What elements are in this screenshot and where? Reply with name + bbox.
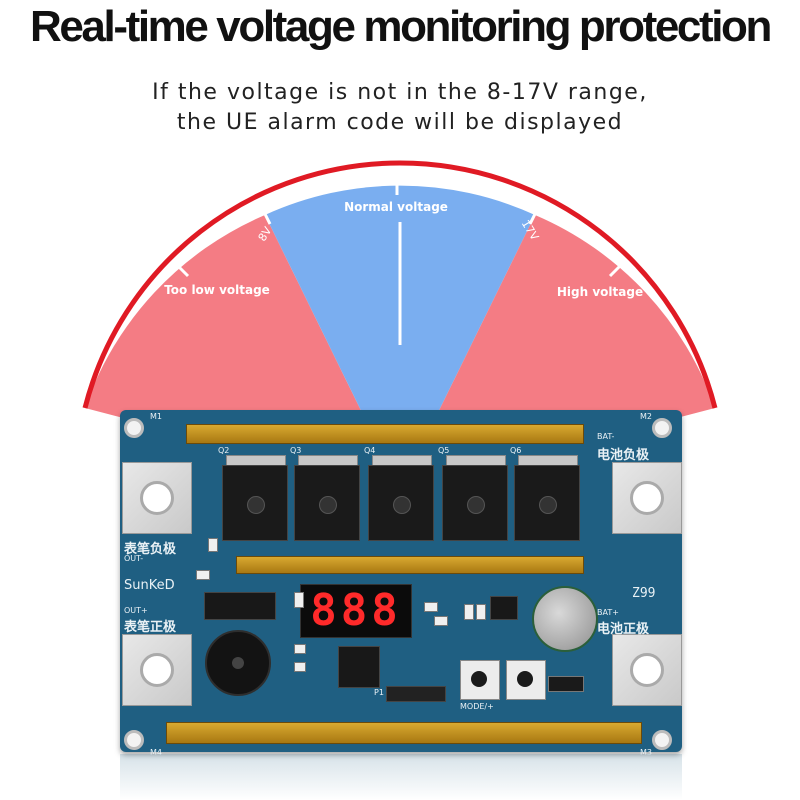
- bat-plus-terminal[interactable]: [612, 634, 682, 706]
- terminal-hole: [630, 653, 664, 687]
- smd-capacitor: [476, 604, 486, 620]
- out-minus-terminal[interactable]: [122, 462, 192, 534]
- button-cap: [517, 671, 533, 687]
- button-cap: [471, 671, 487, 687]
- copper-bar-top: [186, 424, 584, 444]
- mosfet-mark: [539, 496, 557, 514]
- bat-minus-terminal[interactable]: [612, 462, 682, 534]
- mode-label: MODE/+: [460, 702, 494, 711]
- mosfet-body: [222, 465, 288, 541]
- smd-resistor: [294, 644, 306, 654]
- bat-plus-cn-label: 电池正极: [597, 622, 650, 637]
- mount-hole-m4: [124, 730, 144, 750]
- led-digits: 888: [310, 585, 402, 636]
- high-voltage-label: High voltage: [557, 285, 643, 299]
- led-display: 888: [300, 584, 412, 638]
- out-minus-cn-label: 表笔负极: [124, 542, 177, 557]
- subtitle-line-1: If the voltage is not in the 8-17V range…: [152, 80, 648, 105]
- mode-plus-button[interactable]: [460, 660, 500, 700]
- mosfet-label-q5: Q5: [438, 446, 450, 455]
- mosfet-mark: [247, 496, 265, 514]
- out-plus-cn-label: 表笔正极: [124, 620, 177, 635]
- headline: Real-time voltage monitoring protection: [29, 2, 772, 51]
- pin-header-label: P1: [374, 688, 384, 697]
- mount-hole-m3: [652, 730, 672, 750]
- bat-plus-label: BAT+: [597, 608, 619, 617]
- out-plus-terminal[interactable]: [122, 634, 192, 706]
- copper-bar-middle: [236, 556, 584, 574]
- model-label: Z99: [632, 586, 656, 601]
- mosfet-q6: [514, 455, 580, 545]
- mosfet-body: [514, 465, 580, 541]
- pin-header: [386, 686, 446, 702]
- smd-resistor: [196, 570, 210, 580]
- mosfet-q4: [368, 455, 434, 545]
- smd-resistor: [424, 602, 438, 612]
- board-reflection: [120, 754, 682, 800]
- smd-resistor: [434, 616, 448, 626]
- mosfet-mark: [319, 496, 337, 514]
- mosfet-body: [294, 465, 360, 541]
- terminal-hole: [140, 481, 174, 515]
- buzzer: [205, 630, 271, 696]
- electrolytic-capacitor: [532, 586, 598, 652]
- buzzer-port: [232, 657, 244, 669]
- mosfet-mark: [393, 496, 411, 514]
- mount-label-m4: M4: [150, 748, 162, 757]
- controller-chip: [338, 646, 380, 688]
- smd-resistor: [294, 662, 306, 672]
- minus-button[interactable]: [506, 660, 546, 700]
- gauge-tick-17v: [528, 211, 538, 225]
- mosfet-body: [442, 465, 508, 541]
- mount-label-m3: M3: [640, 748, 652, 757]
- terminal-hole: [630, 481, 664, 515]
- copper-bar-bottom: [166, 722, 642, 744]
- mosfet-q3: [294, 455, 360, 545]
- gauge-tick-high: [608, 264, 622, 278]
- out-plus-label: OUT+: [124, 606, 148, 615]
- mosfet-q2: [222, 455, 288, 545]
- optocoupler-chip: [204, 592, 276, 620]
- mosfet-body: [368, 465, 434, 541]
- mosfet-q5: [442, 455, 508, 545]
- smd-capacitor: [464, 604, 474, 620]
- diode: [548, 676, 584, 692]
- mosfet-label-q3: Q3: [290, 446, 302, 455]
- mosfet-label-q2: Q2: [218, 446, 230, 455]
- smd-resistor: [294, 592, 304, 608]
- brand-label: SunKeD: [124, 578, 175, 593]
- mount-hole-m2: [652, 418, 672, 438]
- subtitle-line-2: the UE alarm code will be displayed: [176, 110, 624, 135]
- low-voltage-label: Too low voltage: [164, 283, 270, 297]
- gauge-tick-low: [176, 264, 190, 278]
- mount-hole-m1: [124, 418, 144, 438]
- bat-minus-label: BAT-: [597, 432, 615, 441]
- terminal-hole: [140, 653, 174, 687]
- mosfet-label-q6: Q6: [510, 446, 522, 455]
- regulator-chip: [490, 596, 518, 620]
- mosfet-mark: [467, 496, 485, 514]
- gauge-outer-arc: [82, 160, 718, 409]
- normal-voltage-label: Normal voltage: [344, 200, 448, 214]
- gauge-tick-8v: [262, 211, 272, 225]
- mount-label-m1: M1: [150, 412, 162, 421]
- mosfet-label-q4: Q4: [364, 446, 376, 455]
- out-minus-label: OUT-: [124, 554, 144, 563]
- smd-capacitor: [208, 538, 218, 552]
- mount-label-m2: M2: [640, 412, 652, 421]
- bat-minus-cn-label: 电池负极: [597, 448, 650, 463]
